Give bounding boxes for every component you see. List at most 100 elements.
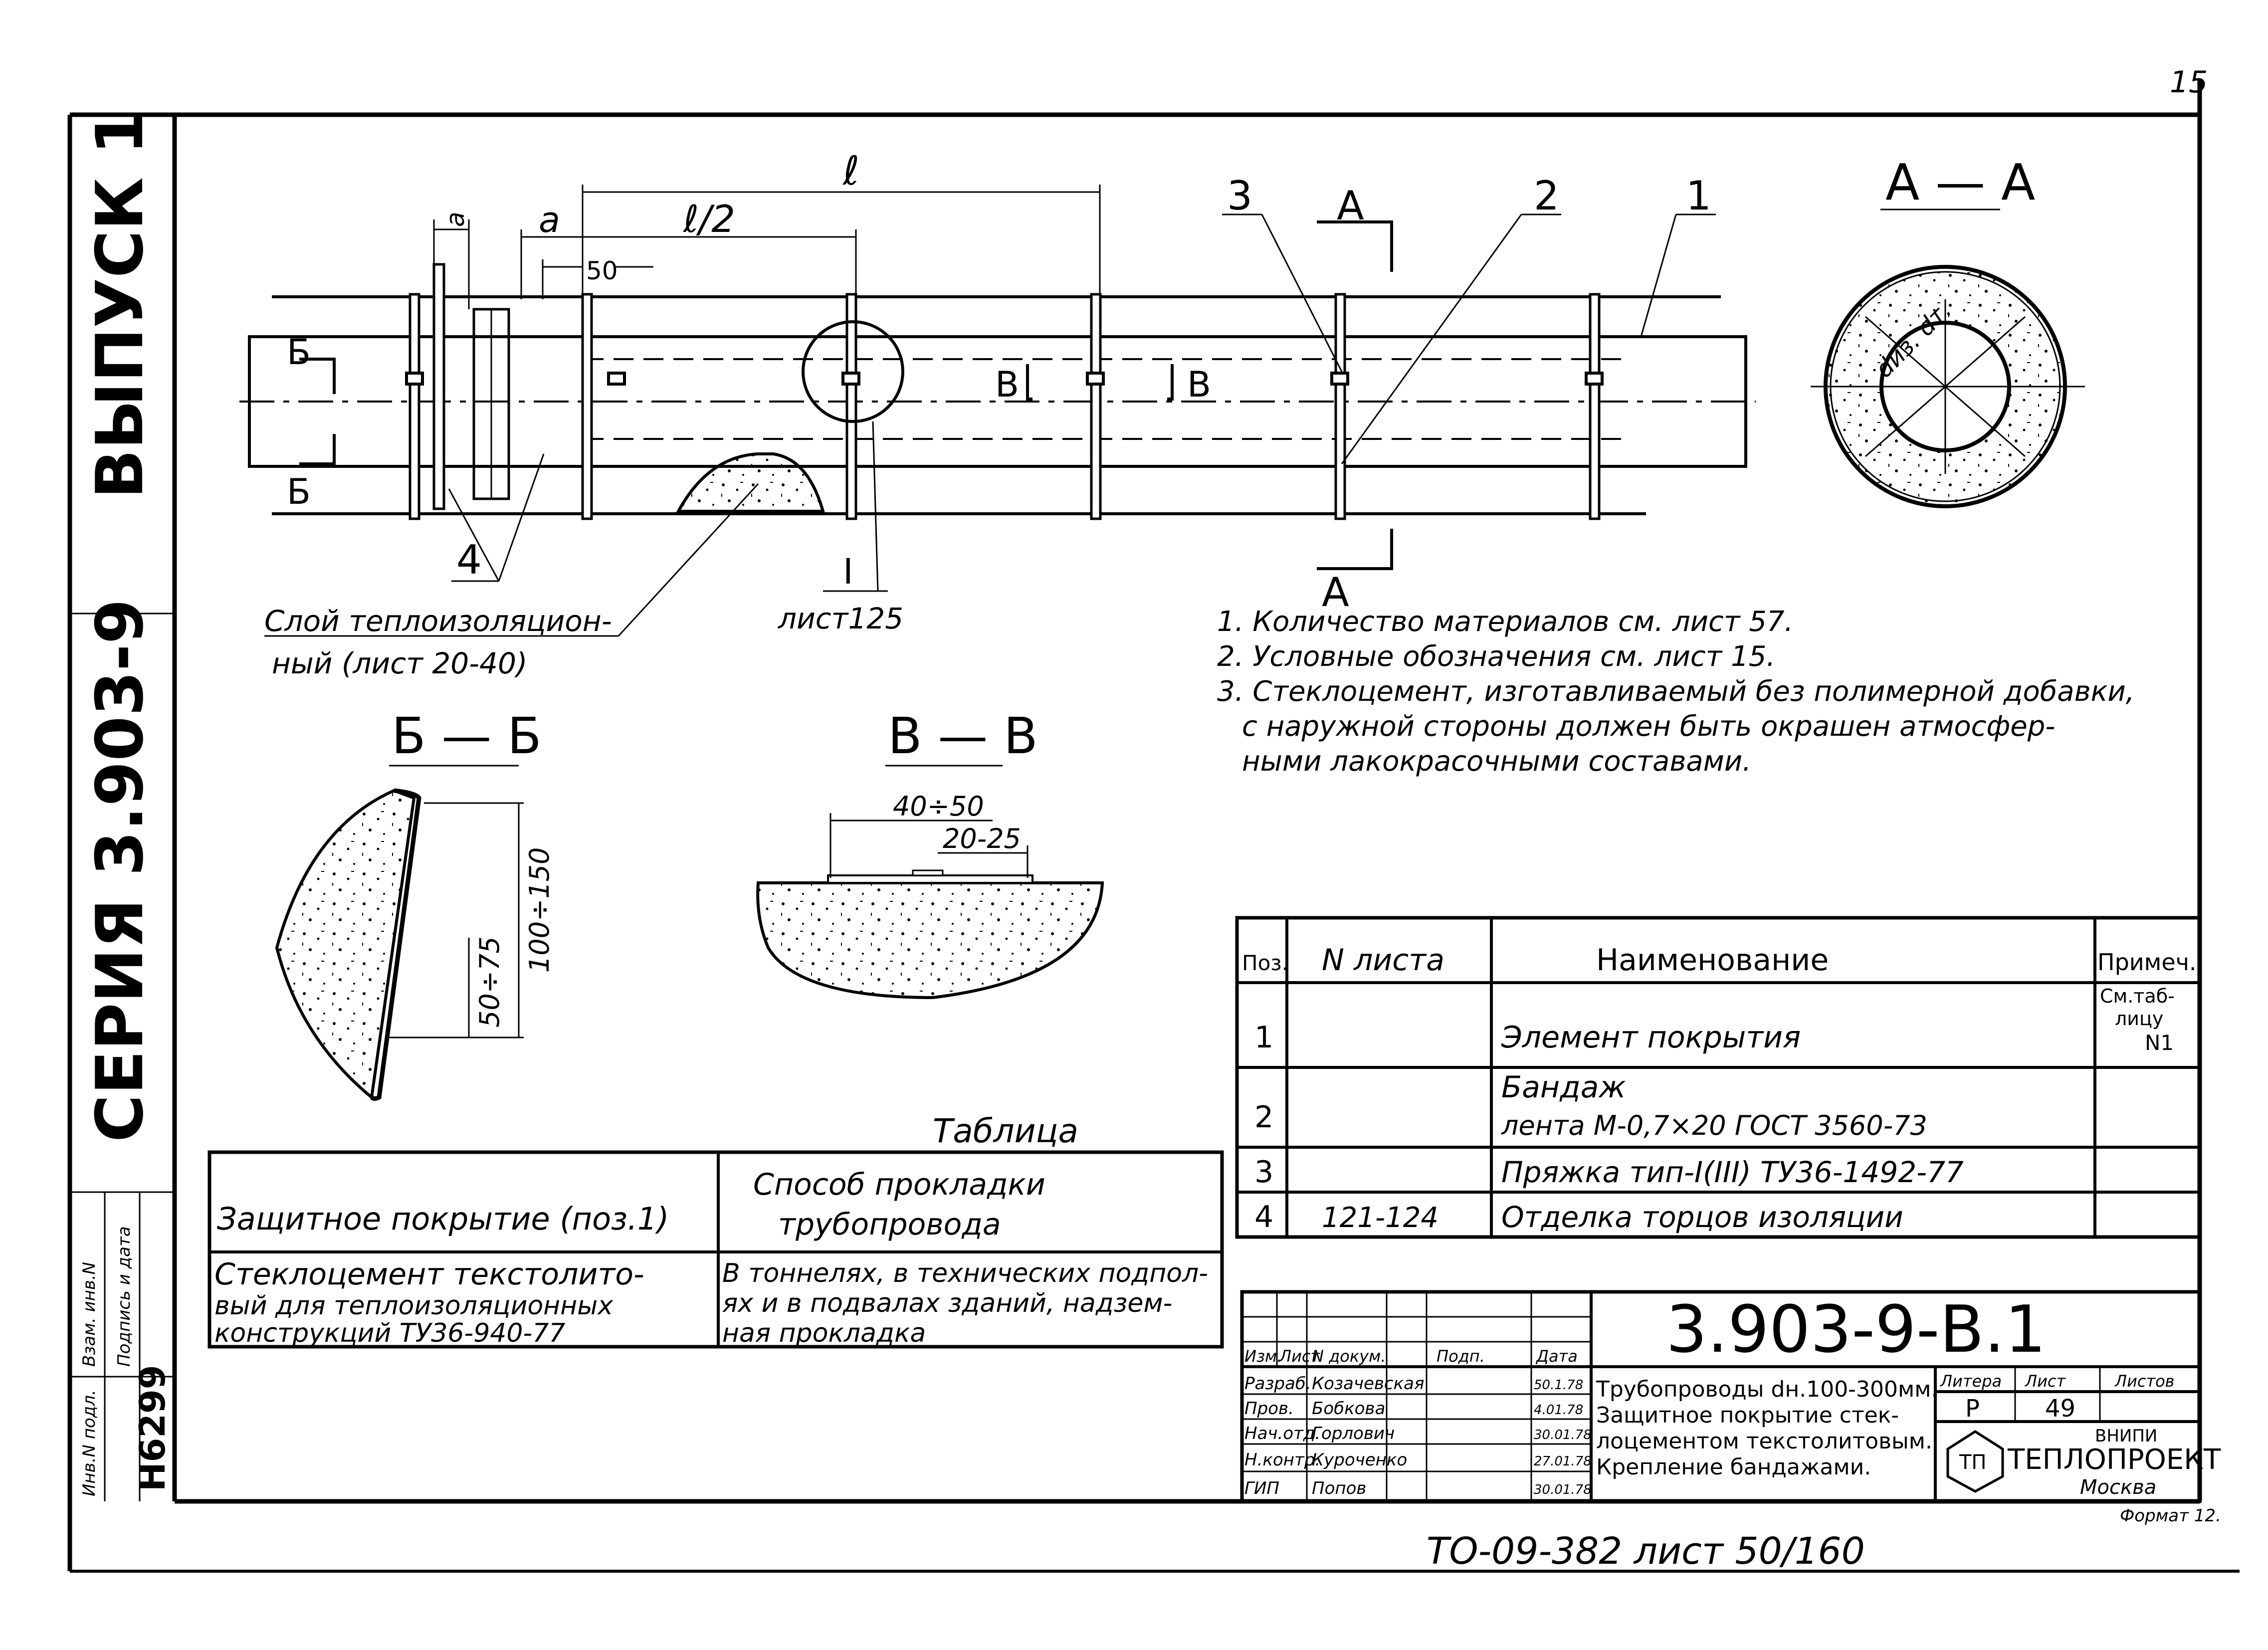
- table1-row-right-1: В тоннелях, в технических подпол-: [722, 1258, 1208, 1288]
- parts-row4-pos: 4: [1254, 1200, 1273, 1235]
- page-number: 15: [2170, 65, 2208, 100]
- dim-a-small: a: [441, 211, 470, 227]
- stamp-label-inv: Инв.N подл.: [79, 1390, 99, 1496]
- insulation-label-line2: ный (лист 20-40): [272, 646, 528, 680]
- band-rings: [405, 293, 1604, 520]
- dim-l-half: ℓ/2: [682, 197, 735, 241]
- table1-row-left-2: вый для теплоизоляционных: [214, 1291, 614, 1321]
- parts-row2-pos: 2: [1254, 1100, 1273, 1135]
- note-3-cont2: ными лакокрасочными составами.: [1242, 745, 1751, 778]
- section-vv-title: В — В: [888, 707, 1038, 765]
- tb-name-5: Попов: [1312, 1478, 1366, 1498]
- tb-org-2: ТЕПЛОПРОЕКТ: [2007, 1444, 2221, 1476]
- parts-header-sheet: N листа: [1322, 943, 1444, 978]
- tb-org-1: ВНИПИ: [2095, 1426, 2157, 1446]
- note-1: 1. Количество материалов см. лист 57.: [1217, 606, 1793, 638]
- table1-row-right-2: ях и в подвалах зданий, надзем-: [722, 1288, 1172, 1318]
- tb-name-3: Горлович: [1312, 1424, 1395, 1444]
- parts-row2-name-2: лента М-0,7×20 ГОСТ 3560-73: [1501, 1110, 1927, 1141]
- section-bb-dim1: 50÷75: [474, 936, 505, 1028]
- section-bb-dim2: 100÷150: [524, 847, 555, 973]
- leader-1: 1: [1686, 173, 1711, 219]
- tb-code: 3.903-9-В.1: [1666, 1291, 2046, 1367]
- tb-role-2: Пров.: [1244, 1399, 1294, 1419]
- tb-org-3: Москва: [2080, 1476, 2156, 1499]
- note-2: 2. Условные обозначения см. лист 15.: [1217, 640, 1775, 673]
- dim-50: 50: [586, 256, 618, 285]
- stamp-label-vzam: Взам. инв.N: [79, 1262, 99, 1367]
- tb-date-4: 27.01.78: [1534, 1454, 1592, 1469]
- detail-ref-sheet: лист125: [778, 602, 903, 635]
- parts-row1-name: Элемент покрытия: [1501, 1020, 1801, 1055]
- svg-text:ТП: ТП: [1959, 1451, 1987, 1474]
- parts-row1-note-3: N1: [2145, 1031, 2174, 1055]
- insulation-label-line1: Слой теплоизоляцион-: [264, 604, 612, 638]
- section-a-upper: А: [1337, 183, 1364, 229]
- parts-row2-name-1: Бандаж: [1501, 1070, 1626, 1105]
- tb-sheet-head: Лист: [2025, 1372, 2066, 1391]
- archive-footer: ТО-09-382 лист 50/160: [1427, 1530, 1865, 1573]
- tb-head-doc: N докум.: [1312, 1347, 1386, 1366]
- tb-name-2: Бобкова: [1312, 1399, 1385, 1419]
- parts-row1-pos: 1: [1254, 1020, 1273, 1055]
- section-a-lower: А: [1322, 569, 1349, 616]
- section-bb-title: Б — Б: [392, 707, 542, 765]
- tb-stage: Р: [1965, 1395, 1980, 1423]
- detail-ref-roman: I: [843, 551, 853, 592]
- tb-desc-3: лоцементом текстолитовым.: [1596, 1429, 1932, 1454]
- parts-row4-name: Отделка торцов изоляции: [1501, 1200, 1903, 1234]
- tb-desc-1: Трубопроводы dн.100-300мм.: [1596, 1377, 1938, 1402]
- table1-row-right-3: ная прокладка: [722, 1318, 926, 1348]
- parts-header-note: Примеч.: [2097, 949, 2197, 976]
- dim-l: ℓ: [842, 148, 859, 194]
- leader-callouts: 3 2 1 4 Слой теплоизоляцион- ный (лист 2…: [264, 173, 1716, 680]
- tb-sheets-head: Листов: [2114, 1372, 2175, 1391]
- leader-4: 4: [456, 537, 482, 583]
- stamp-label-sign: Подпись и дата: [114, 1226, 134, 1367]
- pipe-main-view: [239, 263, 1756, 520]
- general-notes: 1. Количество материалов см. лист 57. 2.…: [1217, 606, 2135, 778]
- tb-role-4: Н.контр.: [1244, 1450, 1320, 1470]
- tb-role-5: ГИП: [1244, 1478, 1279, 1498]
- tb-role-1: Разраб.: [1244, 1374, 1311, 1394]
- tb-sheet: 49: [2045, 1395, 2075, 1423]
- table1-header-right-1: Способ прокладки: [753, 1167, 1045, 1202]
- section-aa-title: А — А: [1885, 153, 2035, 211]
- section-v-left: В: [995, 364, 1019, 405]
- leader-3: 3: [1227, 173, 1252, 219]
- parts-table: Поз. N листа Наименование Примеч. 1 Элем…: [1235, 916, 2202, 1239]
- note-3-cont1: с наружной стороны должен быть окрашен а…: [1242, 710, 2055, 743]
- tb-date-5: 30.01.78: [1534, 1482, 1592, 1497]
- tb-name-1: Козачевская: [1312, 1374, 1424, 1394]
- tb-head-list: Лист: [1279, 1347, 1320, 1366]
- tb-head-izm: Изм.: [1244, 1347, 1282, 1366]
- section-bb-shape: [275, 789, 416, 1100]
- tb-stage-head: Литера: [1940, 1372, 2002, 1391]
- section-bb: Б — Б 50÷75 100÷150: [275, 707, 555, 1101]
- tb-role-3: Нач.отд.: [1244, 1424, 1320, 1444]
- vypusk-label: ВЫПУСК 1: [82, 110, 158, 499]
- table1-header-left: Защитное покрытие (поз.1): [217, 1201, 669, 1237]
- tb-desc-2: Защитное покрытие стек-: [1596, 1403, 1899, 1428]
- title-block: Изм. Лист N докум. Подп. Дата Разраб. Ко…: [1240, 1290, 2221, 1503]
- table1-row-left-3: конструкций ТУ36-940-77: [214, 1318, 565, 1348]
- parts-row1-note-2: лицу: [2115, 1008, 2163, 1030]
- parts-header-name: Наименование: [1596, 943, 1829, 978]
- tb-head-sign: Подп.: [1437, 1347, 1485, 1366]
- tb-name-4: Куроченко: [1312, 1450, 1407, 1470]
- tb-head-date: Дата: [1535, 1347, 1578, 1366]
- parts-header-pos: Поз.: [1242, 951, 1288, 975]
- parts-row3-pos: 3: [1254, 1155, 1273, 1190]
- insulation-cutout: [675, 452, 825, 513]
- format-label: Формат 12.: [2120, 1506, 2221, 1526]
- dim-a: a: [539, 200, 560, 240]
- section-vv-dim1: 40÷50: [893, 791, 984, 822]
- table1-title: Таблица: [933, 1112, 1078, 1150]
- section-markers: Б Б В В А А: [287, 183, 1393, 616]
- section-b-upper: Б: [287, 332, 311, 373]
- organization-logo-icon: ТП: [1946, 1430, 2004, 1493]
- tb-date-1: 50.1.78: [1534, 1378, 1583, 1393]
- section-vv-shape: [756, 881, 1104, 1000]
- tb-date-3: 30.01.78: [1534, 1428, 1592, 1443]
